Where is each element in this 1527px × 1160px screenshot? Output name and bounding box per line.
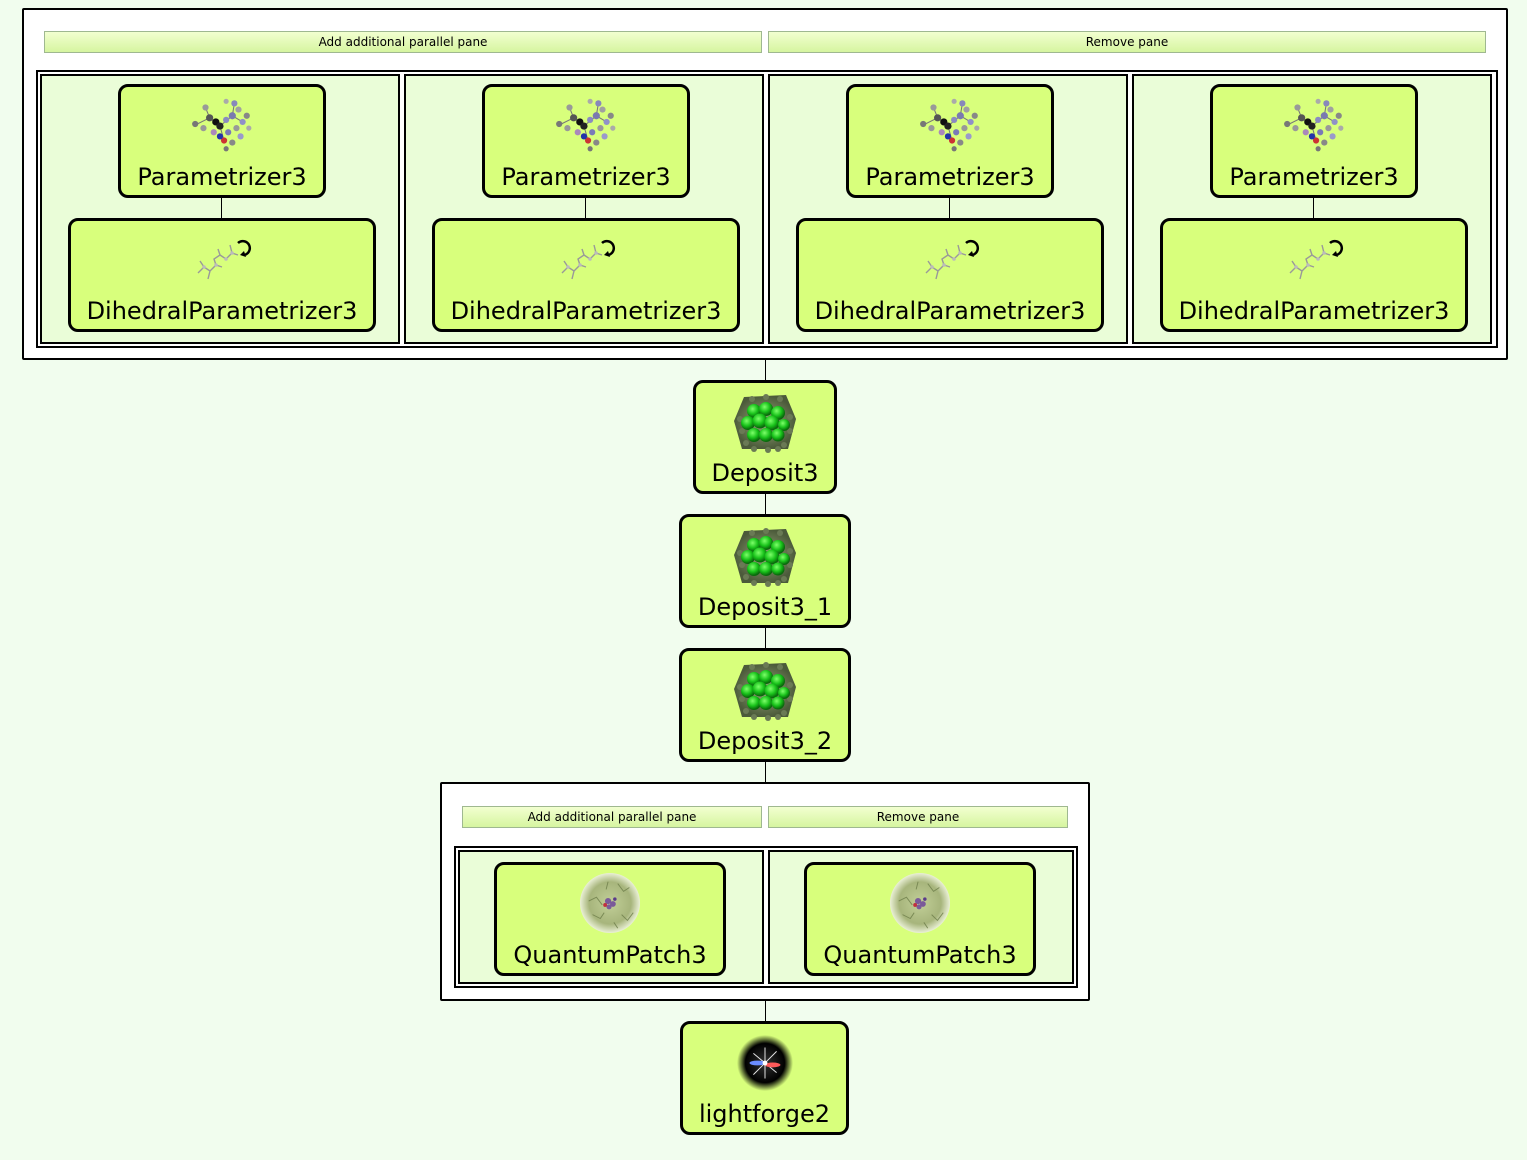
node-label: DihedralParametrizer3	[1178, 297, 1450, 325]
parallel-pane-2: QuantumPatch3	[768, 850, 1074, 984]
node-lightforge2[interactable]: lightforge2	[680, 1021, 849, 1135]
parallel-pane-4: Parametrizer3 DihedralParametrizer3	[1132, 74, 1492, 344]
parallel-pane-1: Parametrizer3 DihedralParametrizer3	[40, 74, 400, 344]
node-label: lightforge2	[698, 1100, 831, 1128]
connector-line	[1313, 196, 1314, 220]
green-sphere-pack-icon	[732, 389, 798, 455]
node-dihedral-parametrizer3[interactable]: DihedralParametrizer3	[796, 218, 1104, 332]
node-dihedral-parametrizer3[interactable]: DihedralParametrizer3	[432, 218, 740, 332]
node-label: Parametrizer3	[1229, 163, 1399, 191]
node-deposit3-1[interactable]: Deposit3_1	[679, 514, 851, 628]
node-quantumpatch3[interactable]: QuantumPatch3	[804, 862, 1036, 976]
connector-line	[221, 196, 222, 220]
parallel-group-quantumpatch: Add additional parallel pane Remove pane…	[440, 782, 1090, 1001]
node-deposit3-2[interactable]: Deposit3_2	[679, 648, 851, 762]
rotating-molecule-icon	[1284, 233, 1344, 283]
connector-line	[765, 360, 766, 382]
connector-line	[765, 492, 766, 516]
remove-pane-button[interactable]: Remove pane	[768, 31, 1486, 53]
node-label: Deposit3	[711, 459, 819, 487]
node-parametrizer3[interactable]: Parametrizer3	[482, 84, 690, 198]
light-burst-icon	[736, 1034, 794, 1092]
node-label: QuantumPatch3	[513, 941, 707, 969]
node-label: Parametrizer3	[865, 163, 1035, 191]
node-label: DihedralParametrizer3	[450, 297, 722, 325]
morphology-sphere-icon	[889, 872, 951, 934]
pane-container: QuantumPatch3 QuantumPatch3	[454, 846, 1078, 988]
connector-line	[765, 1000, 766, 1022]
node-quantumpatch3[interactable]: QuantumPatch3	[494, 862, 726, 976]
rotating-molecule-icon	[920, 233, 980, 283]
node-deposit3[interactable]: Deposit3	[693, 380, 837, 494]
node-label: Deposit3_1	[697, 593, 833, 621]
rotating-molecule-icon	[556, 233, 616, 283]
node-label: QuantumPatch3	[823, 941, 1017, 969]
node-label: Deposit3_2	[697, 727, 833, 755]
molecule-cluster-icon	[189, 95, 255, 153]
node-parametrizer3[interactable]: Parametrizer3	[846, 84, 1054, 198]
pane-container: Parametrizer3 DihedralParametrizer3 Para…	[36, 70, 1498, 348]
node-dihedral-parametrizer3[interactable]: DihedralParametrizer3	[68, 218, 376, 332]
node-parametrizer3[interactable]: Parametrizer3	[118, 84, 326, 198]
morphology-sphere-icon	[579, 872, 641, 934]
green-sphere-pack-icon	[732, 523, 798, 589]
green-sphere-pack-icon	[732, 657, 798, 723]
parallel-pane-3: Parametrizer3 DihedralParametrizer3	[768, 74, 1128, 344]
connector-line	[765, 760, 766, 784]
node-dihedral-parametrizer3[interactable]: DihedralParametrizer3	[1160, 218, 1468, 332]
molecule-cluster-icon	[1281, 95, 1347, 153]
node-parametrizer3[interactable]: Parametrizer3	[1210, 84, 1418, 198]
connector-line	[949, 196, 950, 220]
parallel-group-parametrizer: Add additional parallel pane Remove pane…	[22, 8, 1508, 360]
node-label: Parametrizer3	[137, 163, 307, 191]
node-label: DihedralParametrizer3	[814, 297, 1086, 325]
parallel-pane-1: QuantumPatch3	[458, 850, 764, 984]
node-label: Parametrizer3	[501, 163, 671, 191]
molecule-cluster-icon	[553, 95, 619, 153]
connector-line	[585, 196, 586, 220]
molecule-cluster-icon	[917, 95, 983, 153]
parallel-pane-2: Parametrizer3 DihedralParametrizer3	[404, 74, 764, 344]
add-parallel-pane-button[interactable]: Add additional parallel pane	[44, 31, 762, 53]
rotating-molecule-icon	[192, 233, 252, 283]
connector-line	[765, 626, 766, 650]
node-label: DihedralParametrizer3	[86, 297, 358, 325]
remove-pane-button[interactable]: Remove pane	[768, 806, 1068, 828]
add-parallel-pane-button[interactable]: Add additional parallel pane	[462, 806, 762, 828]
